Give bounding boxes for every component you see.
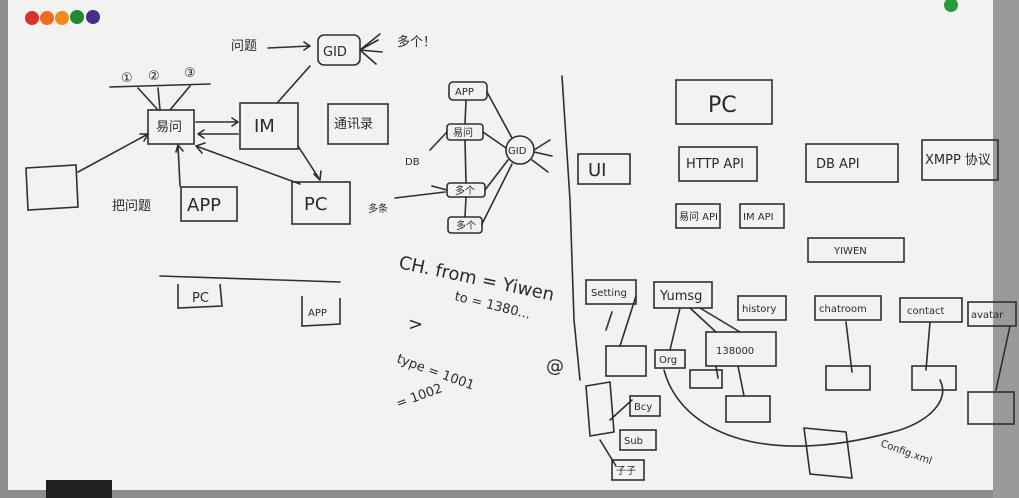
yiwen-label: YIWEN — [833, 246, 867, 257]
setting-label: Setting — [591, 288, 627, 299]
num-2: ② — [148, 69, 160, 84]
bottom-app-label: APP — [308, 308, 327, 319]
box-http-api — [678, 146, 758, 182]
box-xmpp — [921, 139, 999, 181]
tree-top-label: APP — [455, 87, 474, 98]
ui-label: UI — [588, 160, 606, 181]
box-setting — [585, 279, 637, 305]
xmpp-label: XMPP 协议 — [925, 153, 991, 168]
gid-top-label: GID — [323, 45, 347, 60]
box-yiwen — [807, 237, 905, 263]
multi-label: 多个！ — [397, 34, 436, 50]
orange-magnet-2 — [55, 11, 69, 25]
eraser — [46, 480, 112, 498]
board-surface — [8, 0, 993, 490]
tree-node3-label: 多个 — [456, 219, 476, 232]
im-api-label: IM API — [743, 212, 774, 223]
box-right-pc — [675, 79, 773, 125]
box-app — [180, 186, 238, 222]
num-1: ① — [121, 71, 133, 86]
phone-label: 138000 — [716, 346, 754, 357]
chatroom-label: chatroom — [819, 304, 867, 315]
history-label: history — [742, 304, 776, 315]
box-left-empty — [25, 164, 79, 211]
multi-task-label: 把问题 — [112, 199, 151, 214]
red-magnet — [25, 11, 39, 25]
box-im-api — [739, 203, 785, 229]
tree-gid-label: GID — [508, 146, 527, 157]
box-ask — [147, 109, 195, 145]
box-directory-label: 通讯录 — [334, 117, 373, 132]
box-app-label: APP — [187, 195, 221, 216]
box-yumsg — [653, 281, 713, 309]
box-avatar — [967, 301, 1017, 327]
box-pc — [291, 181, 351, 225]
avatar-label: avatar — [971, 310, 1004, 321]
contact-label: contact — [907, 306, 945, 317]
box-directory — [327, 103, 389, 145]
green-magnet — [70, 10, 84, 24]
box-im — [239, 102, 299, 150]
db-label: DB — [405, 157, 420, 168]
box-phone — [705, 331, 777, 367]
yumsg-label: Yumsg — [659, 289, 702, 304]
box-ask-label: 易问 — [156, 120, 182, 135]
right-pc-label: PC — [708, 93, 737, 118]
purple-magnet — [86, 10, 100, 24]
question-label: 问题 — [231, 39, 257, 54]
bcy-label: Bcy — [634, 402, 652, 413]
box-history — [737, 295, 787, 321]
orange-magnet — [40, 11, 54, 25]
box-pc-label: PC — [304, 194, 327, 215]
tree-node2-label: 多个 — [455, 184, 475, 197]
num-3: ③ — [184, 66, 196, 81]
box-chatroom — [814, 295, 882, 321]
box-contact — [899, 297, 963, 323]
org-label: Org — [659, 355, 677, 366]
at-symbol: @ — [546, 356, 564, 377]
http-api-label: HTTP API — [686, 157, 744, 172]
gt-symbol: > — [408, 314, 423, 335]
multi-db-label: 多条 — [368, 202, 388, 215]
magnets — [25, 0, 958, 25]
bottom-pc-label: PC — [192, 291, 209, 306]
box-im-label: IM — [254, 116, 275, 137]
ask-api-label: 易问 API — [679, 210, 718, 223]
box-db-api — [805, 143, 899, 183]
sub-label: Sub — [624, 436, 643, 447]
box-ui — [577, 153, 631, 185]
box-ask-api — [675, 203, 721, 229]
sub2-label: 子子 — [616, 465, 636, 477]
tree-node1-label: 易问 — [453, 126, 473, 139]
db-api-label: DB API — [816, 157, 860, 172]
